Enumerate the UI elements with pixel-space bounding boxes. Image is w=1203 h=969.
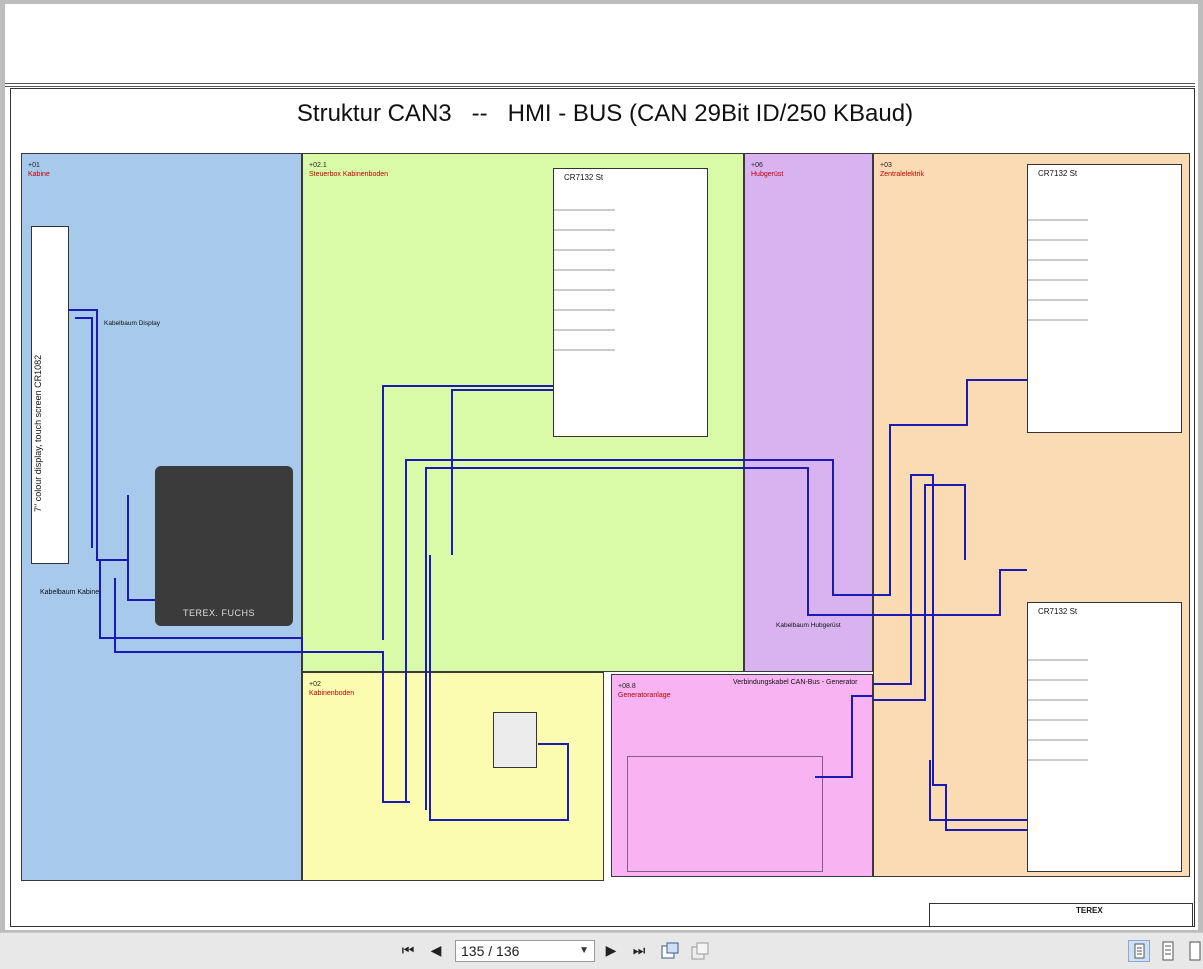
zone-name: Kabinenboden: [309, 690, 355, 697]
prev-page-icon: ◀: [430, 941, 442, 958]
module-name: CR7132 St: [1038, 169, 1078, 178]
zone-code: +08.8: [618, 683, 636, 690]
label-kabelbaum-hubgeruest: Kabelbaum Hubgerüst: [776, 622, 841, 629]
label-verbindungskabel: Verbindungskabel CAN-Bus - Generator: [733, 679, 858, 686]
last-page-icon: ⏭: [632, 941, 646, 958]
page-indicator: 135 / 136: [461, 943, 520, 959]
move-page-button[interactable]: [659, 940, 681, 962]
chevron-down-icon: ▼: [579, 945, 589, 956]
first-page-button[interactable]: ⏮: [396, 938, 420, 962]
zone-generatoranlage: +08.8 Generatoranlage: [611, 674, 873, 877]
zone-name: Generatoranlage: [618, 692, 671, 699]
ruler: [5, 83, 1195, 87]
controller-module: CR7132 St: [553, 168, 708, 437]
next-page-button[interactable]: ▶: [599, 938, 623, 962]
keypad-brand: TEREX. FUCHS: [183, 608, 256, 618]
diagram-title: Struktur CAN3 -- HMI - BUS (CAN 29Bit ID…: [296, 100, 914, 127]
copy-page-button[interactable]: [689, 940, 711, 962]
facing-page-icon: [1189, 941, 1201, 961]
title-block-brand: TEREX: [1076, 906, 1103, 915]
zone-code: +01: [28, 162, 40, 169]
continuous-view-button[interactable]: [1157, 940, 1179, 962]
single-page-icon: [1134, 943, 1145, 959]
label-kabelbaum-display: Kabelbaum Display: [104, 320, 161, 327]
controller-module: CR7132 St: [1027, 602, 1182, 872]
zone-code: +02.1: [309, 162, 327, 169]
zone-name: Kabine: [28, 171, 50, 178]
move-page-icon: [661, 942, 679, 959]
zone-name: Hubgerüst: [751, 171, 784, 178]
display-module: [31, 226, 69, 564]
zone-code: +06: [751, 162, 763, 169]
prev-page-button[interactable]: ◀: [424, 938, 448, 962]
zone-code: +02: [309, 681, 321, 688]
zone-name: Steuerbox Kabinenboden: [309, 171, 389, 178]
last-page-button[interactable]: ⏭: [627, 938, 651, 962]
label-kabelbaum-kabine: Kabelbaum Kabine: [40, 589, 100, 596]
generator-schematic: [627, 756, 823, 872]
copy-page-icon: [691, 942, 709, 960]
zone-kabinenboden: +02 Kabinenboden: [302, 672, 604, 881]
continuous-page-icon: [1162, 941, 1174, 961]
zone-name: Zentralelektrik: [880, 171, 924, 178]
next-page-icon: ▶: [605, 941, 617, 958]
module-name: CR7132 St: [564, 173, 604, 182]
drawing-frame: [10, 88, 1195, 927]
keypad-image: [155, 466, 293, 626]
single-page-view-button[interactable]: [1128, 940, 1150, 962]
module-name: CR7132 St: [1038, 607, 1078, 616]
page-selector[interactable]: 135 / 136 ▼: [455, 940, 595, 962]
first-page-icon: ⏮: [401, 941, 415, 958]
zone-code: +03: [880, 162, 892, 169]
viewer-toolbar: [0, 932, 1203, 969]
title-block: TEREX: [929, 903, 1193, 927]
control-unit-image: [493, 712, 537, 768]
controller-module: CR7132 St: [1027, 164, 1182, 433]
facing-view-button[interactable]: [1185, 940, 1203, 962]
